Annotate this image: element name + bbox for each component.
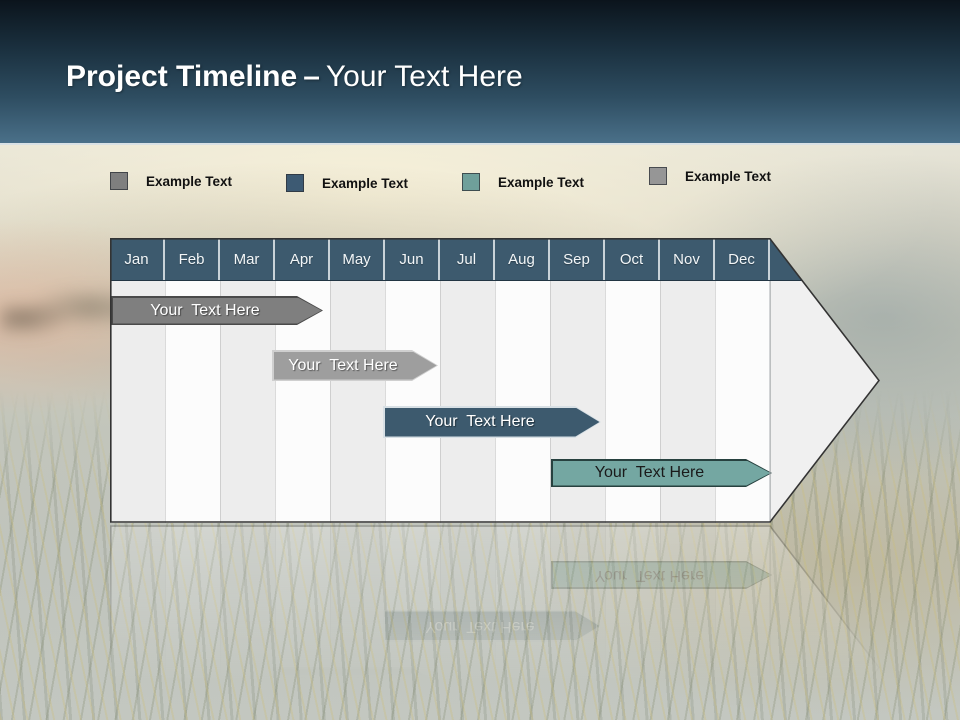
- bar-label: Your Text Here: [594, 464, 705, 481]
- month-cell: May: [330, 238, 385, 280]
- gantt-bar-1-fill: Your Text Here: [113, 298, 322, 324]
- gantt-bar-2-fill: Your Text Here: [274, 352, 437, 380]
- gantt-bar-2[interactable]: Your Text Here: [272, 350, 438, 381]
- timeline[interactable]: Jan Feb Mar Apr May Jun Jul Aug Sep Oct …: [110, 238, 880, 523]
- timeline-arrow: Jan Feb Mar Apr May Jun Jul Aug Sep Oct …: [110, 238, 880, 523]
- legend-label: Example Text: [685, 168, 772, 184]
- bar-label: Your Text Here: [425, 413, 535, 430]
- legend-swatch-gray-light: [649, 167, 667, 185]
- legend-item[interactable]: Example Text: [110, 172, 232, 190]
- title-light: Your Text Here: [325, 60, 523, 93]
- legend-item[interactable]: Example Text: [462, 173, 584, 191]
- legend-item[interactable]: Example Text: [286, 174, 408, 192]
- gantt-bar-3[interactable]: Your Text Here: [383, 406, 601, 438]
- legend-item[interactable]: Example Text: [649, 167, 771, 185]
- month-cell: Aug: [495, 238, 550, 280]
- legend-label: Example Text: [146, 173, 233, 189]
- month-cell: Jan: [110, 238, 165, 280]
- legend-swatch-slate: [286, 174, 304, 192]
- legend-swatch-gray: [110, 172, 128, 190]
- month-cell: Feb: [165, 238, 220, 280]
- month-header-row[interactable]: Jan Feb Mar Apr May Jun Jul Aug Sep Oct …: [110, 238, 880, 281]
- gantt-bar-4-fill: Your Text Here: [553, 461, 771, 486]
- slide-title[interactable]: Project Timeline–Your Text Here: [66, 60, 523, 94]
- month-cell: Jun: [385, 238, 440, 280]
- bar-label: Your Text Here: [150, 301, 260, 319]
- month-cell: Jul: [440, 238, 495, 280]
- title-bold: Project Timeline: [66, 60, 298, 93]
- legend-swatch-teal: [462, 173, 480, 191]
- gantt-bar-1[interactable]: Your Text Here: [111, 296, 323, 325]
- month-cell: Oct: [605, 238, 660, 280]
- month-cell: Sep: [550, 238, 605, 280]
- legend-label: Example Text: [322, 175, 409, 191]
- bar-label: Your Text Here: [288, 356, 398, 374]
- month-cell: Nov: [660, 238, 715, 280]
- month-cell: Mar: [220, 238, 275, 280]
- gantt-bar-4[interactable]: Your Text Here: [551, 459, 772, 487]
- gantt-bar-3-fill: Your Text Here: [385, 408, 600, 437]
- header-band: [0, 0, 960, 145]
- month-cell: Apr: [275, 238, 330, 280]
- month-cell: Dec: [715, 238, 770, 280]
- title-dash: –: [303, 60, 320, 93]
- legend-label: Example Text: [498, 174, 585, 190]
